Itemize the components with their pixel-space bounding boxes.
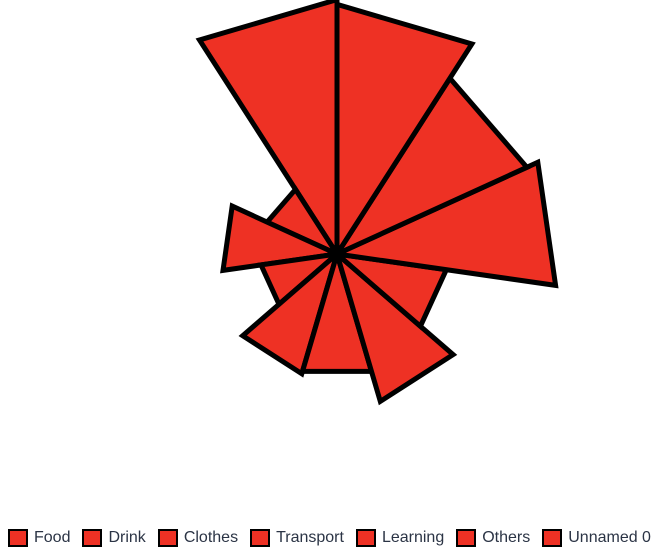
legend-item-5[interactable]: Others — [456, 529, 530, 547]
legend-swatch — [456, 529, 477, 547]
legend-item-2[interactable]: Clothes — [157, 529, 239, 547]
legend-item-1[interactable]: Drink — [82, 529, 146, 547]
legend-item-0[interactable]: Food — [8, 529, 70, 547]
legend-swatch — [157, 529, 178, 547]
legend: Food Drink Clothes Transport Learning Others U… — [8, 525, 663, 551]
legend-item-6[interactable]: Unnamed 0 — [542, 529, 651, 547]
legend-label: Clothes — [183, 529, 239, 546]
legend-label: Others — [482, 529, 531, 546]
wedge-0[interactable] — [195, 0, 340, 263]
legend-item-4[interactable]: Learning — [355, 529, 445, 547]
legend-label: Learning — [381, 529, 445, 546]
legend-swatch — [355, 529, 376, 547]
chart-area — [195, 0, 559, 406]
legend-swatch — [250, 529, 271, 547]
legend-swatch — [542, 529, 563, 547]
legend-swatch — [8, 529, 28, 547]
legend-label: Drink — [108, 529, 146, 546]
wedge-group — [195, 0, 559, 406]
legend-label: Food — [34, 529, 71, 546]
legend-item-3[interactable]: Transport — [250, 529, 344, 547]
legend-label: Unnamed 0 — [568, 529, 651, 546]
polar-area-chart — [195, 0, 559, 406]
legend-label: Transport — [276, 529, 344, 546]
wedge-10[interactable] — [334, 1, 476, 263]
legend-swatch — [82, 529, 103, 547]
